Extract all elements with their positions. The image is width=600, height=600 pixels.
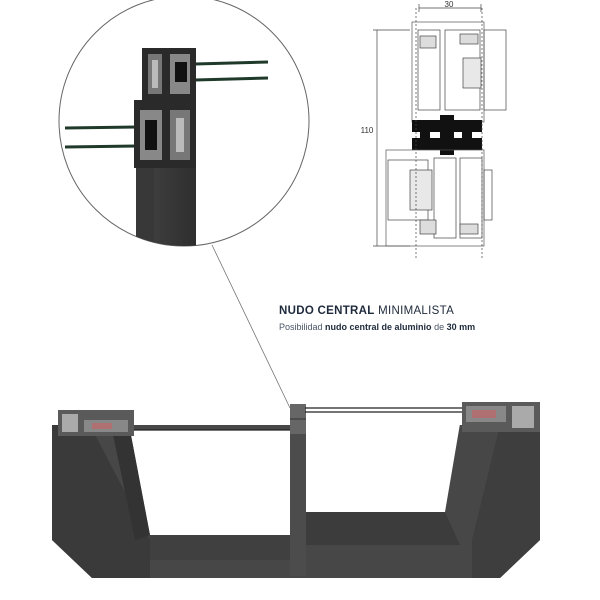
leader-line [211, 244, 291, 409]
caption-sub-bold-1: nudo central de aluminio [325, 322, 432, 332]
caption-title-bold: NUDO CENTRAL [279, 305, 375, 317]
glass-opening-right [305, 412, 462, 512]
window-frame-3d [52, 402, 540, 578]
caption: NUDO CENTRAL MINIMALISTA Posibilidad nud… [279, 304, 579, 333]
lower-profile-section [134, 100, 196, 168]
central-mullion [290, 404, 306, 576]
glass-pane-lower [64, 125, 141, 149]
upper-profile-section [142, 48, 196, 104]
caption-title: NUDO CENTRAL MINIMALISTA [279, 304, 579, 318]
technical-section-drawing [373, 4, 507, 260]
caption-sub-bold-2: 30 mm [446, 322, 476, 332]
width-dimension-label: 30 [444, 0, 454, 9]
caption-title-light: MINIMALISTA [378, 305, 455, 317]
magnifier-circle [58, 0, 310, 247]
central-knot [412, 115, 482, 155]
left-top-profile [58, 410, 134, 436]
right-top-profile [462, 402, 540, 432]
caption-subtitle: Posibilidad nudo central de aluminio de … [279, 321, 579, 333]
glass-pane-upper [194, 60, 269, 82]
caption-sub-2: de [434, 322, 445, 332]
caption-sub-1: Posibilidad [279, 322, 323, 332]
height-dimension-label: 110 [360, 126, 374, 135]
glass-opening-left [112, 430, 290, 540]
frame-body [136, 168, 196, 246]
